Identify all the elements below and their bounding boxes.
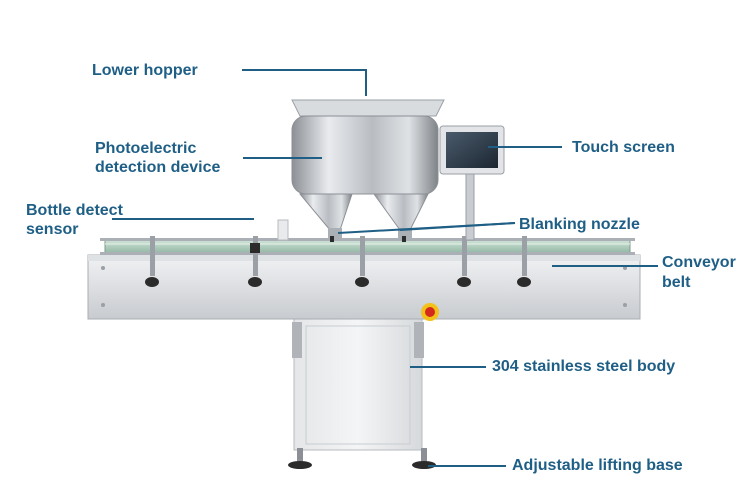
label-conveyor-line2: belt	[662, 274, 691, 291]
label-bottle-detect-line1: Bottle detect	[26, 202, 123, 219]
adjustable-feet	[288, 448, 436, 469]
leader-lower-hopper	[242, 69, 367, 96]
label-lower-hopper: Lower hopper	[92, 62, 198, 79]
label-photoelectric-line2: detection device	[95, 159, 221, 176]
label-photoelectric-line1: Photoelectric	[95, 140, 197, 157]
leader-blanking-nozzle-2	[399, 222, 516, 231]
lower-cabinet	[292, 317, 424, 451]
label-blanking-nozzle: Blanking nozzle	[519, 216, 640, 233]
hopper	[277, 99, 445, 242]
sensor-posts	[145, 236, 531, 287]
label-base: Adjustable lifting base	[512, 457, 683, 474]
touch-screen	[439, 125, 505, 241]
leader-lines	[112, 69, 658, 467]
label-conveyor-line1: Conveyor	[662, 254, 736, 271]
conveyor	[100, 238, 635, 255]
label-bottle-detect-line2: sensor	[26, 221, 79, 238]
label-touch-screen: Touch screen	[572, 139, 675, 156]
label-body: 304 stainless steel body	[492, 358, 676, 375]
